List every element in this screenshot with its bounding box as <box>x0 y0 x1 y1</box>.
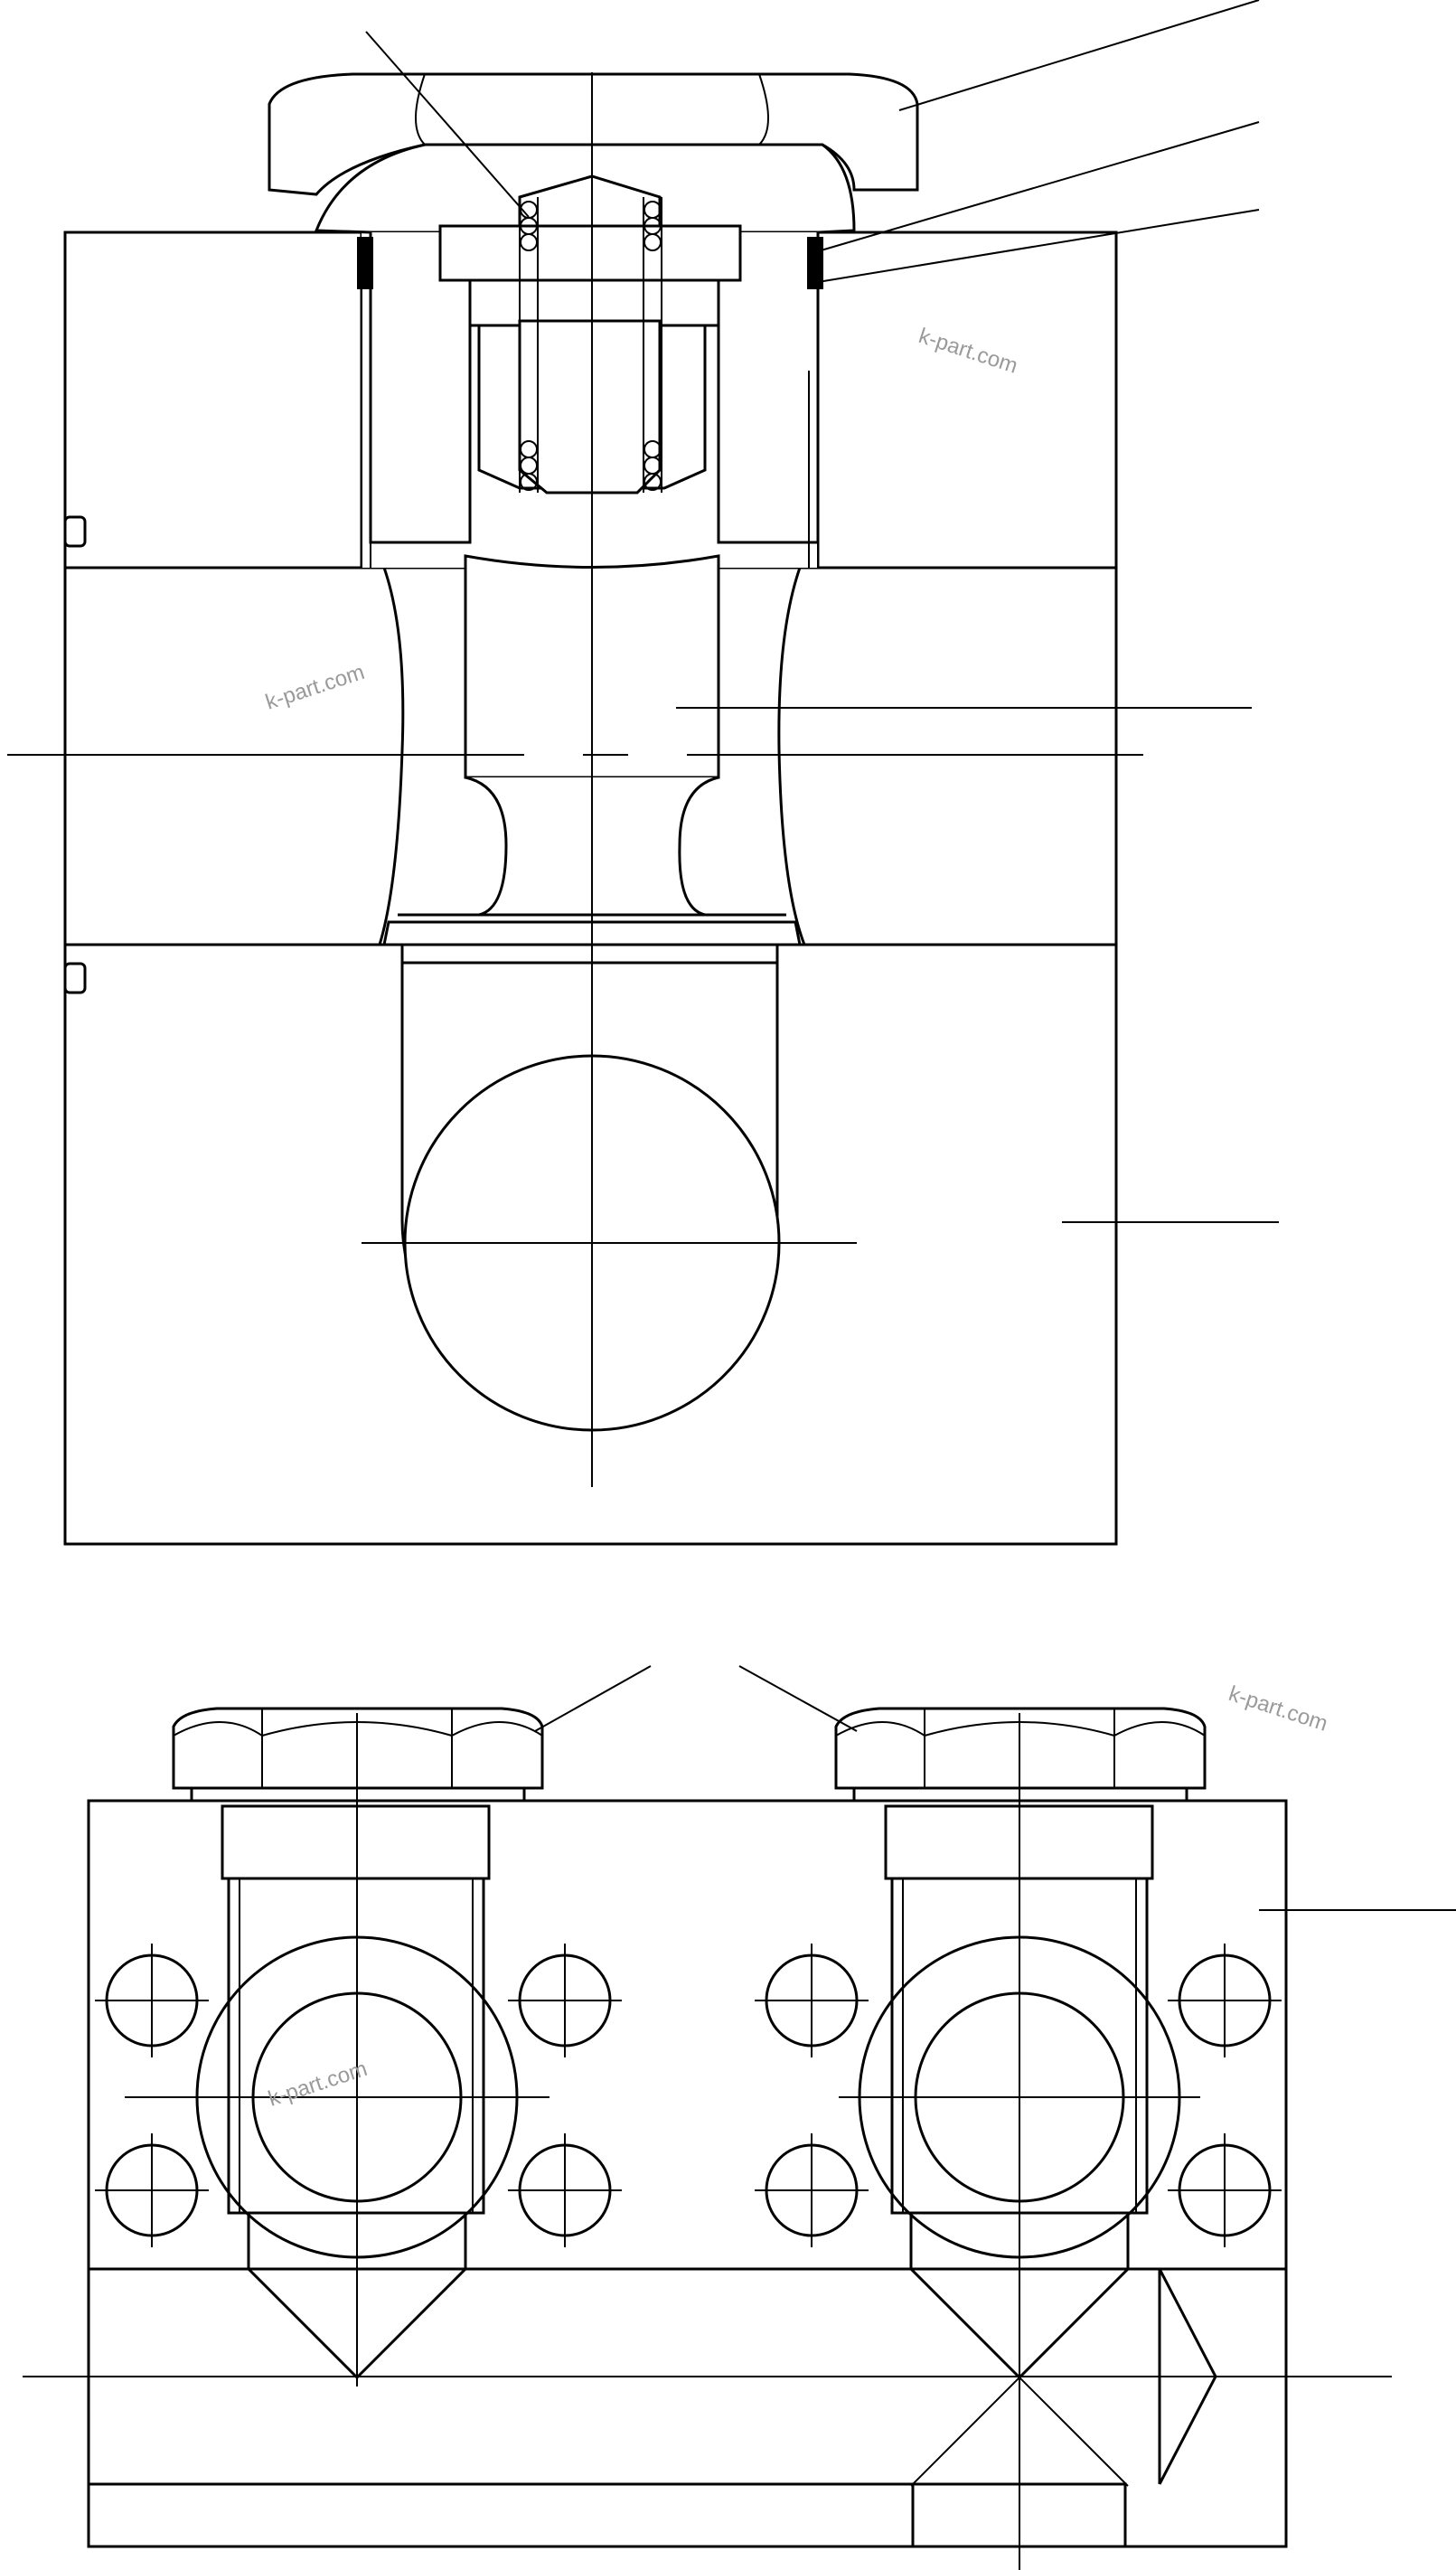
cross-bore <box>23 2268 1392 2548</box>
bore-wall-right <box>777 567 806 946</box>
watermark-3: k-part.com <box>1226 1681 1330 1737</box>
spring-chamber-cap <box>438 224 742 282</box>
spring-coils-left <box>519 197 539 493</box>
section-view: k-part.com k-part.com <box>7 0 1279 1546</box>
side-mark-lower <box>63 962 87 994</box>
elevation-view: k-part.com k-part.com <box>23 1665 1456 2570</box>
spring-top <box>518 174 662 228</box>
valve-body-upper-section <box>63 231 363 570</box>
bore-wall-left <box>378 567 405 946</box>
seal-ring-left <box>357 237 373 289</box>
spring-pocket <box>468 278 720 490</box>
watermark-4: k-part.com <box>266 2057 371 2112</box>
watermark-1: k-part.com <box>263 660 368 715</box>
spring-coils-right <box>643 197 662 493</box>
valve-body-upper-section-right <box>816 231 1118 570</box>
side-mark-upper <box>63 515 87 548</box>
plug-hex-head <box>268 72 919 196</box>
leader-lines-section <box>365 0 1279 1223</box>
seal-ring-right <box>807 237 823 289</box>
left-plug-assembly <box>95 1707 622 2386</box>
manifold-body <box>87 1799 1288 2548</box>
plug-body-section <box>314 143 856 544</box>
spring-cavity <box>518 319 662 494</box>
right-plug-assembly <box>755 1707 1282 2570</box>
watermark-2: k-part.com <box>916 324 1020 379</box>
leader-lines-elevation <box>534 1665 1456 1911</box>
